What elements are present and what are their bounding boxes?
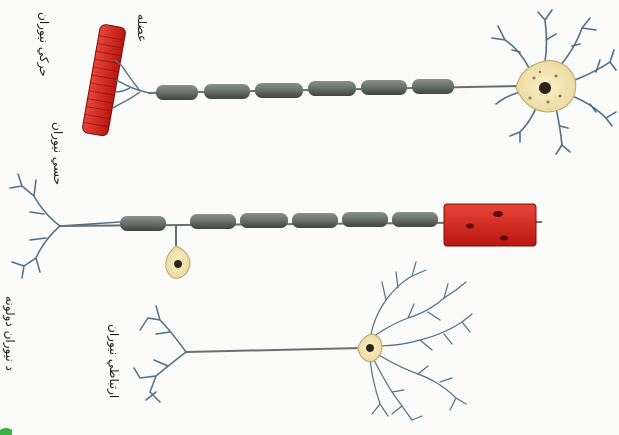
sensory-neuron: [10, 174, 542, 278]
label-motor-neuron: حرکي نيوران: [38, 12, 50, 77]
sensory-myelin-sheath: [120, 212, 438, 231]
label-sensory-neuron: حسي نيوران: [52, 122, 64, 185]
interneuron-left-dendrites: [134, 306, 186, 402]
label-neuron-types: د نيوران دولونه: [4, 296, 16, 371]
label-interneuron: ارتباطي نيوران: [108, 324, 120, 398]
sensory-muscle: [444, 204, 536, 246]
interneuron-right-dendrites: [370, 262, 472, 420]
motor-muscle: [82, 24, 127, 137]
sensory-nucleus: [174, 260, 182, 268]
interneuron-nucleus: [366, 344, 374, 352]
motor-neuron: [82, 10, 616, 154]
motor-nucleus: [539, 82, 551, 94]
corner-marker: [0, 428, 12, 435]
label-muscle: عضله: [136, 14, 148, 42]
interneuron: [134, 262, 472, 420]
